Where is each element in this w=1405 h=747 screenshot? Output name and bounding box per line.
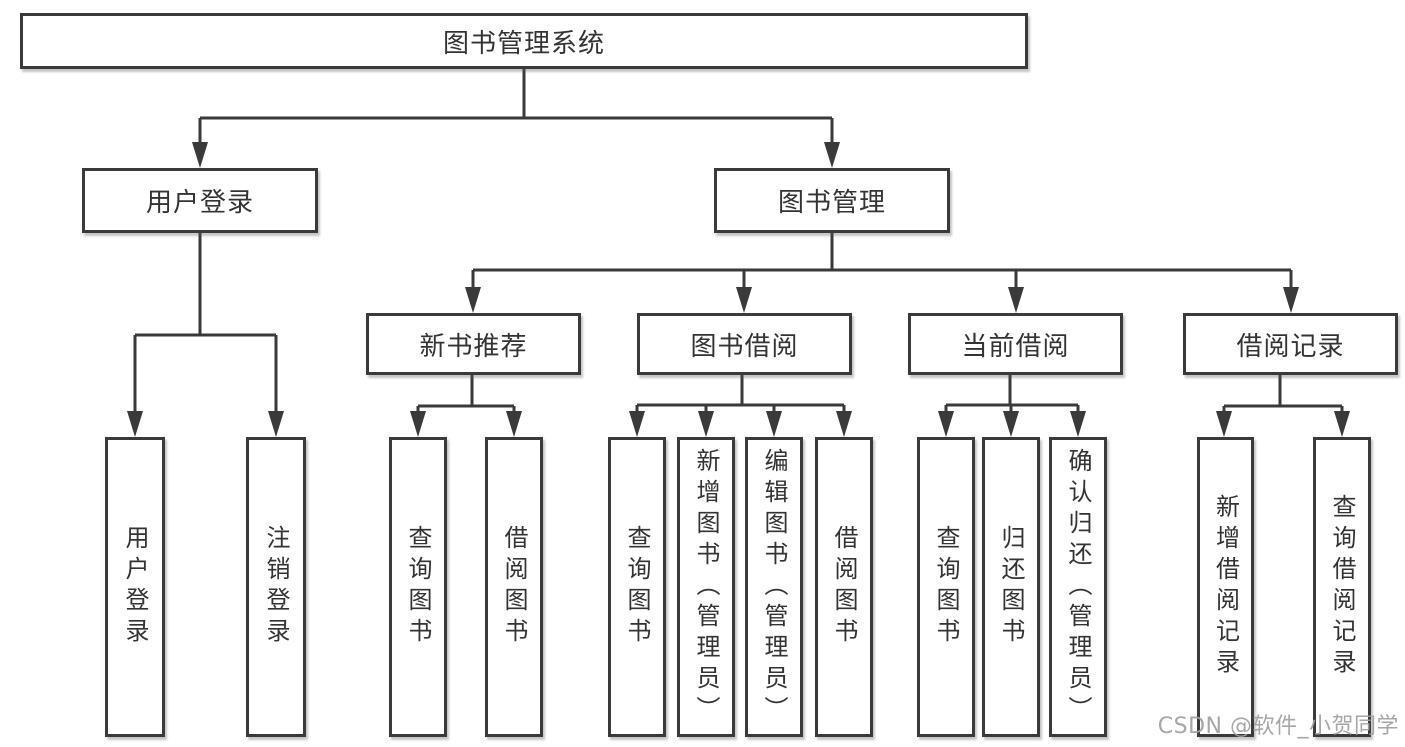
leaf-confirm-return-admin: 确认归还（管理员） [1049,437,1107,737]
arrowheads [127,142,1350,437]
node-book-management: 图书管理 [714,168,950,233]
leaf-user-login: 用户登录 [105,437,165,737]
node-root-book-management-system: 图书管理系统 [20,13,1028,69]
node-book-borrow: 图书借阅 [637,313,852,375]
leaf-borrow-books-recommend: 借阅图书 [485,437,543,737]
leaf-logout-login: 注销登录 [246,437,306,737]
leaf-return-books: 归还图书 [982,437,1040,737]
leaf-add-borrow-record: 新增借阅记录 [1197,437,1254,737]
leaf-borrow-books: 借阅图书 [815,437,873,737]
watermark-text: CSDN @软件_小贺同学 [1157,714,1399,739]
leaf-add-books-admin: 新增图书（管理员） [677,437,735,737]
leaf-query-borrow-record: 查询借阅记录 [1313,437,1371,737]
leaf-query-books-current: 查询图书 [917,437,975,737]
node-user-login: 用户登录 [82,168,318,233]
connector-edges [133,69,1344,415]
node-current-borrow: 当前借阅 [908,313,1123,375]
leaf-query-books-borrow: 查询图书 [608,437,666,737]
node-borrow-records: 借阅记录 [1183,313,1398,375]
leaf-query-books-recommend: 查询图书 [389,437,447,737]
leaf-edit-books-admin: 编辑图书（管理员） [745,437,803,737]
node-new-book-recommend: 新书推荐 [366,313,581,375]
